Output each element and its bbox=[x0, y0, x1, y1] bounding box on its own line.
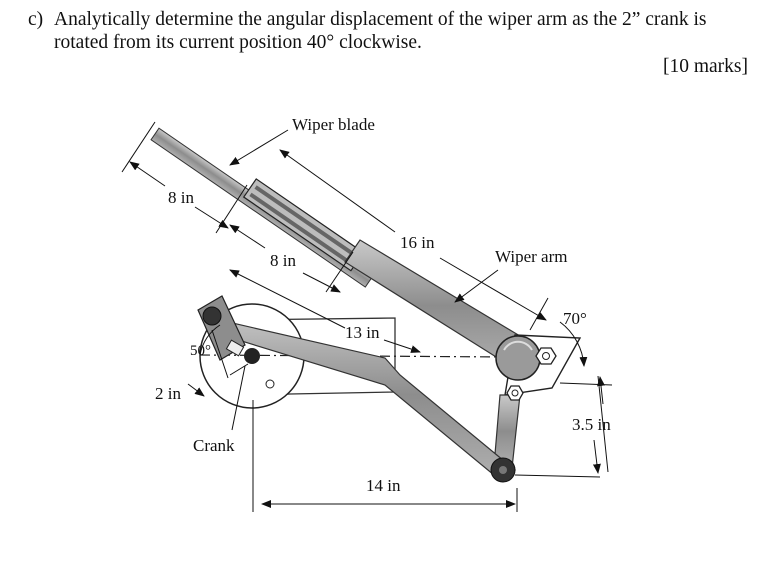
vertical-offset-label: 3.5 in bbox=[572, 415, 611, 434]
angle-50-label: 50° bbox=[190, 343, 211, 359]
crank-pivot bbox=[244, 348, 260, 364]
question-number: c) bbox=[28, 9, 44, 30]
crank-label: Crank bbox=[193, 436, 235, 455]
blade-length-label-1: 8 in bbox=[168, 188, 194, 207]
arm-length-label: 16 in bbox=[400, 233, 435, 252]
blade-holder bbox=[242, 178, 365, 272]
wiper-arm-label: Wiper arm bbox=[495, 247, 567, 266]
wiper-blade-label: Wiper blade bbox=[292, 115, 375, 134]
angle-70-label: 70° bbox=[563, 309, 587, 328]
question-line-1: Analytically determine the angular displ… bbox=[54, 9, 707, 30]
hex-nut-1 bbox=[535, 347, 557, 365]
crank-length-label: 2 in bbox=[155, 384, 181, 403]
marks-label: [10 marks] bbox=[662, 56, 748, 77]
centerline bbox=[199, 354, 513, 358]
question-line-2: rotated from its current position 40° cl… bbox=[54, 32, 422, 53]
hex-nut-2 bbox=[506, 385, 524, 401]
coupler-length-label: 13 in bbox=[345, 323, 380, 342]
horizontal-distance-label: 14 in bbox=[366, 476, 401, 495]
blade-length-label-2: 8 in bbox=[270, 251, 296, 270]
